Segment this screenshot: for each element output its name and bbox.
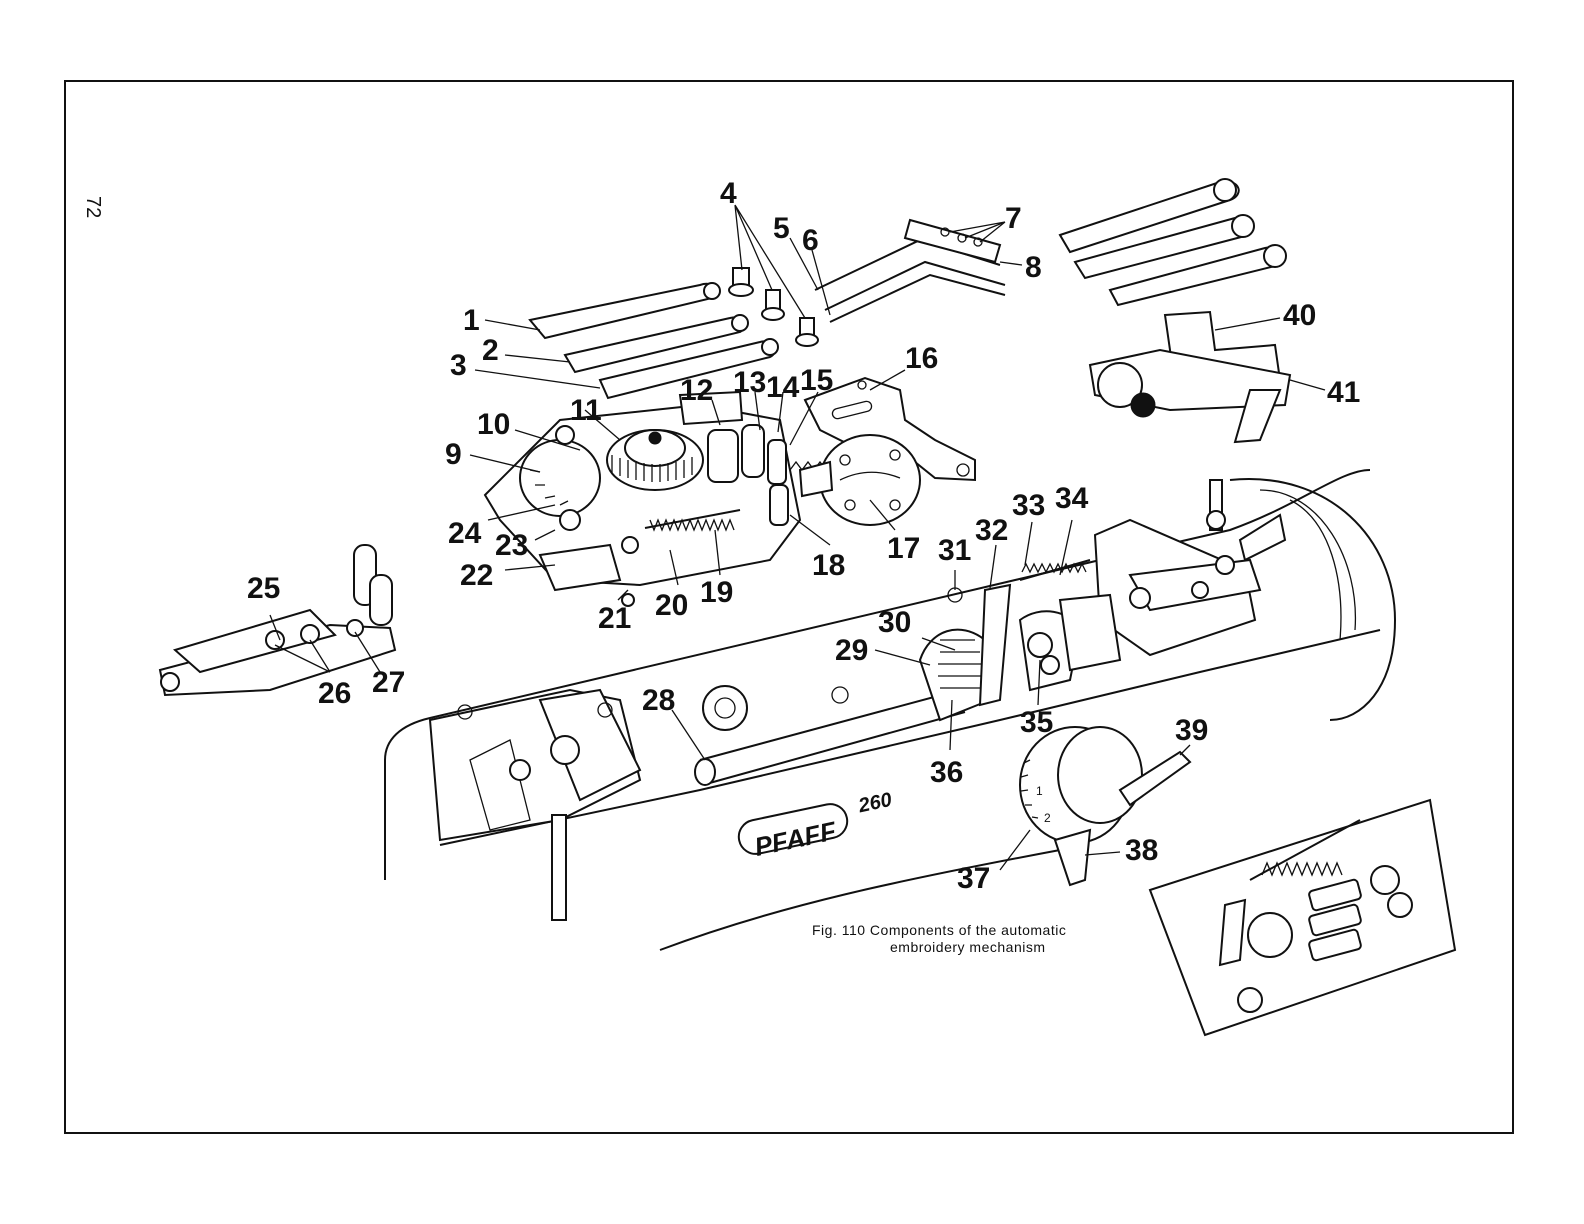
cam-plate-25-27: [160, 545, 395, 695]
callout-17: 17: [887, 532, 920, 565]
cam-stack-assembly: [485, 392, 826, 606]
callout-3: 3: [450, 349, 467, 382]
callout-5: 5: [773, 212, 790, 245]
callout-30: 30: [878, 606, 911, 639]
callout-41: 41: [1327, 376, 1360, 409]
callout-4: 4: [720, 177, 737, 210]
callout-21: 21: [598, 602, 631, 635]
stitch-dial: 1 2: [1020, 727, 1190, 885]
callout-18: 18: [812, 549, 845, 582]
callout-36: 36: [930, 756, 963, 789]
callout-19: 19: [700, 576, 733, 609]
callout-25: 25: [247, 572, 280, 605]
callout-27: 27: [372, 666, 405, 699]
callout-13: 13: [733, 366, 766, 399]
callout-7: 7: [1005, 202, 1022, 235]
callout-15: 15: [800, 364, 833, 397]
callout-9: 9: [445, 438, 462, 471]
needle-bar-mechanism: [430, 690, 640, 920]
callout-40: 40: [1283, 299, 1316, 332]
callout-16: 16: [905, 342, 938, 375]
inset-detail: [1150, 800, 1455, 1035]
callout-39: 39: [1175, 714, 1208, 747]
callout-31: 31: [938, 534, 971, 567]
callout-2: 2: [482, 334, 499, 367]
callout-32: 32: [975, 514, 1008, 547]
callout-20: 20: [655, 589, 688, 622]
callout-24: 24: [448, 517, 482, 550]
callout-22: 22: [460, 559, 493, 592]
frame-assembly-40-41: [1090, 312, 1290, 442]
bracket-and-cam-disc: [800, 378, 975, 525]
brand-plate: PFAFF 260: [736, 789, 894, 862]
callout-37: 37: [957, 862, 990, 895]
dial-mark-1: 1: [1036, 784, 1043, 798]
spring-plate: [815, 220, 1005, 322]
model-number: 260: [856, 789, 894, 818]
figure-caption: Fig. 110 Components of the automatic emb…: [812, 922, 1066, 956]
callout-6: 6: [802, 224, 819, 257]
callout-28: 28: [642, 684, 675, 717]
caption-line-1: Fig. 110 Components of the automatic: [812, 922, 1066, 938]
callout-8: 8: [1025, 251, 1042, 284]
callout-10: 10: [477, 408, 510, 441]
cam-follower-levers-right: [1060, 179, 1286, 305]
callout-12: 12: [680, 374, 713, 407]
callout-1: 1: [463, 304, 480, 337]
screws: [729, 268, 818, 346]
callout-33: 33: [1012, 489, 1045, 522]
callout-26: 26: [318, 677, 351, 710]
callout-35: 35: [1020, 706, 1053, 739]
dial-mark-2: 2: [1044, 811, 1051, 825]
gear-assembly: [920, 560, 1120, 720]
callout-11: 11: [570, 394, 602, 427]
callout-14: 14: [766, 371, 800, 404]
caption-line-2: embroidery mechanism: [812, 939, 1066, 956]
callout-23: 23: [495, 529, 528, 562]
brand-name: PFAFF: [752, 815, 840, 862]
feed-mechanism: [1095, 480, 1285, 655]
callout-38: 38: [1125, 834, 1158, 867]
callout-29: 29: [835, 634, 868, 667]
callout-34: 34: [1055, 482, 1089, 515]
